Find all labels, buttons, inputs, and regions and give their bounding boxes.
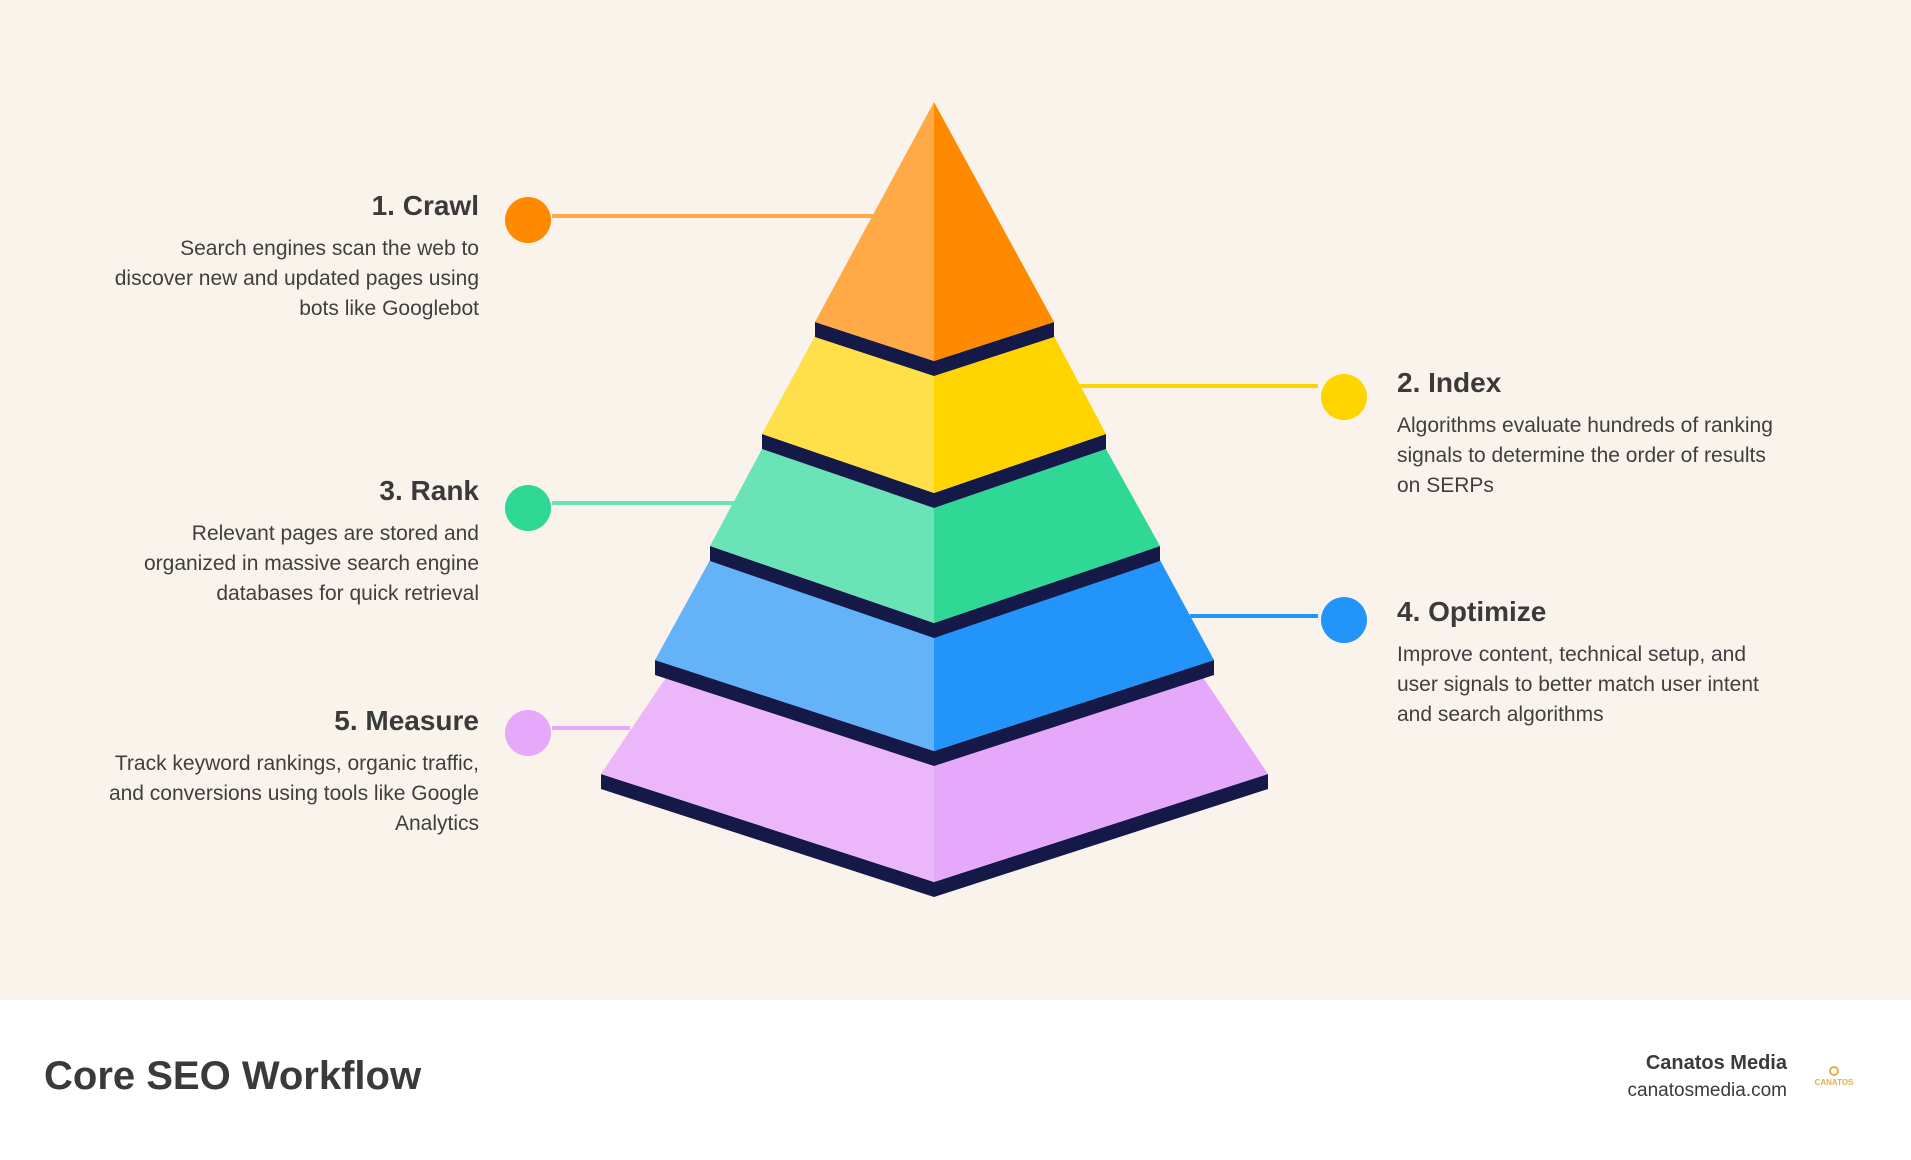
marker-dot-crawl [505, 197, 551, 243]
marker-dot-rank [505, 485, 551, 531]
step-description: Track keyword rankings, organic traffic,… [108, 752, 479, 835]
step-description: Algorithms evaluate hundreds of ranking … [1397, 414, 1773, 497]
step-title: 1. Crawl [371, 190, 479, 221]
footer-bar: Core SEO Workflow Canatos Media canatosm… [0, 1000, 1911, 1160]
step-label-index: 2. Index Algorithms evaluate hundreds of… [1397, 367, 1777, 501]
brand-logo: CANATOS [1815, 1066, 1854, 1087]
step-description: Improve content, technical setup, and us… [1397, 643, 1759, 726]
pyramid-graphic [505, 102, 1367, 897]
marker-dot-measure [505, 710, 551, 756]
pyramid-layer-index [762, 336, 1106, 508]
step-title: 2. Index [1397, 367, 1502, 398]
step-description: Search engines scan the web to discover … [114, 237, 479, 320]
step-label-crawl: 1. Crawl Search engines scan the web to … [99, 190, 479, 324]
brand-name: Canatos Media [1645, 1052, 1787, 1074]
step-description: Relevant pages are stored and organized … [143, 522, 479, 605]
step-title: 3. Rank [379, 475, 479, 506]
step-label-rank: 3. Rank Relevant pages are stored and or… [99, 475, 479, 609]
diagram-stage: 1. Crawl Search engines scan the web to … [99, 102, 1777, 897]
brand-url[interactable]: canatosmedia.com [1627, 1080, 1787, 1101]
marker-dot-index [1321, 374, 1367, 420]
step-label-measure: 5. Measure Track keyword rankings, organ… [99, 705, 479, 839]
pyramid-layer-measure [601, 673, 1268, 897]
step-label-optimize: 4. Optimize Improve content, technical s… [1397, 596, 1777, 730]
pyramid-layer-crawl [815, 102, 1054, 376]
pyramid-layer-optimize [655, 560, 1214, 766]
step-title: 5. Measure [334, 705, 479, 736]
page-title: Core SEO Workflow [44, 1054, 422, 1098]
pyramid-layer-rank [710, 449, 1160, 638]
step-title: 4. Optimize [1397, 596, 1547, 627]
marker-dot-optimize [1321, 597, 1367, 643]
logo-text: CANATOS [1815, 1078, 1854, 1087]
